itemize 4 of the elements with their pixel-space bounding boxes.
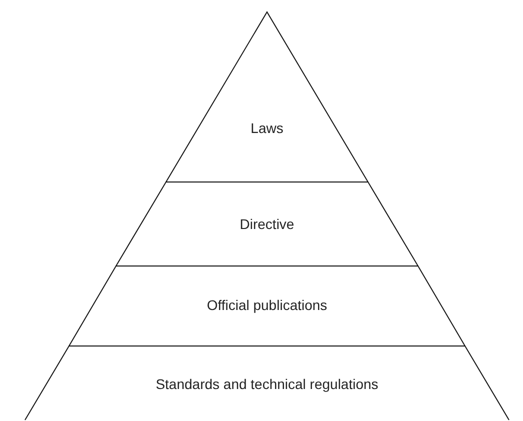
- tier-label: Standards and technical regulations: [156, 376, 378, 392]
- tier-label: Directive: [240, 216, 294, 232]
- tier-label: Official publications: [206, 297, 328, 313]
- tier-label: Laws: [250, 120, 284, 136]
